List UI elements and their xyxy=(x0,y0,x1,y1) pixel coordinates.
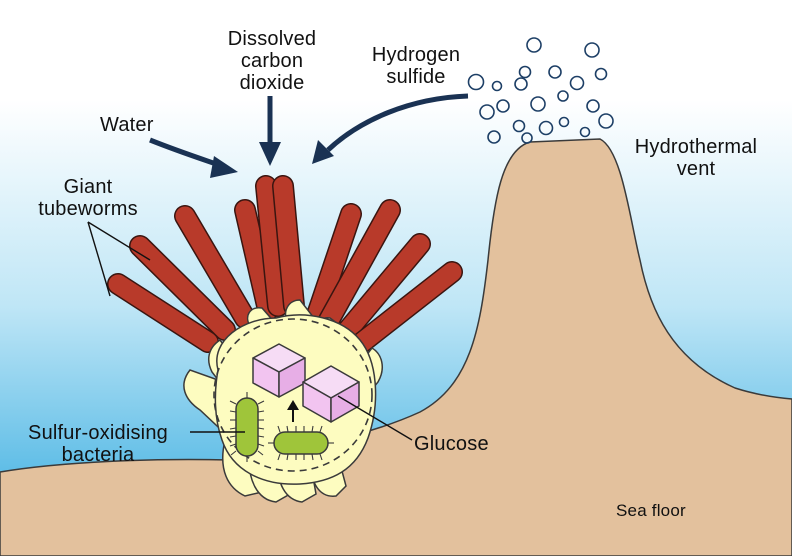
bubble xyxy=(598,113,614,129)
bubble xyxy=(518,65,532,79)
tubeworm xyxy=(256,176,288,316)
tubeworm xyxy=(338,234,430,340)
tubeworm xyxy=(350,262,462,354)
leader-lines xyxy=(87,221,413,441)
bubble xyxy=(579,126,591,138)
tubeworm xyxy=(130,236,235,340)
water-arrowhead xyxy=(210,156,238,178)
glucose-cube-left xyxy=(252,343,306,398)
bubble xyxy=(584,42,600,58)
bubble xyxy=(479,104,495,120)
tubeworm xyxy=(175,206,255,328)
label-glucose: Glucose xyxy=(414,433,489,455)
label-hydrothermal-vent: Hydrothermal vent xyxy=(634,136,758,180)
trophosome-outline xyxy=(213,318,373,472)
bubble xyxy=(521,132,533,144)
bubble xyxy=(586,99,600,113)
label-hydrogen-sulfide: Hydrogen sulfide xyxy=(371,44,461,88)
bubble xyxy=(491,80,503,92)
bubble xyxy=(487,130,501,144)
tubeworm xyxy=(235,200,278,320)
tubeworm-plumes xyxy=(107,175,463,355)
input-arrows xyxy=(149,93,469,178)
tubeworm xyxy=(108,274,218,352)
label-water: Water xyxy=(100,114,154,136)
bacterium-horizontal xyxy=(268,425,334,461)
bacterium-vertical xyxy=(229,392,265,462)
bubble xyxy=(557,90,569,102)
bubble xyxy=(526,37,542,53)
bubble xyxy=(569,75,585,91)
bubble xyxy=(530,96,546,112)
label-sea-floor: Sea floor xyxy=(616,501,686,520)
tubeworm xyxy=(318,200,400,332)
label-sulfur-bacteria: Sulfur-oxidising bacteria xyxy=(28,422,168,466)
bubble xyxy=(496,99,510,113)
h2s-arrowhead xyxy=(312,140,334,164)
bubble xyxy=(538,120,554,136)
tubeworm xyxy=(273,176,304,316)
glucose-cube-right xyxy=(302,365,360,423)
bubble xyxy=(512,119,526,133)
co2-arrowhead xyxy=(259,142,281,166)
label-dissolved-co2: Dissolved carbon dioxide xyxy=(227,28,317,94)
bubble xyxy=(548,65,562,79)
bubble xyxy=(467,73,485,91)
label-giant-tubeworms: Giant tubeworms xyxy=(38,176,138,220)
tubeworm-leader-1 xyxy=(87,221,151,261)
bubbles xyxy=(467,37,614,144)
h2s-arrow xyxy=(326,93,469,152)
tubeworm xyxy=(308,204,361,322)
tubeworm-leader-2 xyxy=(87,221,111,297)
bubble xyxy=(594,67,608,81)
bubble xyxy=(514,77,528,91)
glucose-leader xyxy=(337,395,413,441)
bubble xyxy=(558,116,570,128)
conversion-arrowhead xyxy=(287,400,299,410)
